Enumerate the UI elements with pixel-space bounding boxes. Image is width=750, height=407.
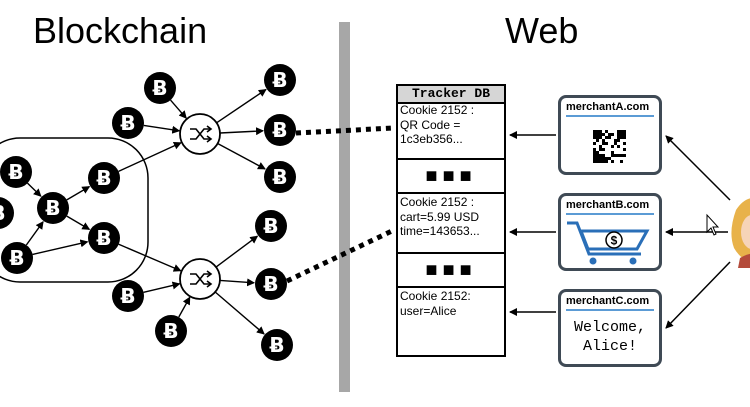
graph-edge <box>32 239 89 256</box>
merchant-a-name: merchantA.com <box>566 100 654 117</box>
bitcoin-node-icon: Ƀ <box>255 210 287 242</box>
shopping-cart-icon: $ <box>567 221 650 265</box>
bitcoin-node-icon: Ƀ <box>155 315 187 347</box>
svg-text:Ƀ: Ƀ <box>120 111 135 135</box>
graph-edge <box>143 281 181 294</box>
bitcoin-node-icon: Ƀ <box>261 329 293 361</box>
tracker-db-header: Tracker DB <box>398 86 504 104</box>
bitcoin-node-icon: Ƀ <box>112 107 144 139</box>
svg-text:Ƀ: Ƀ <box>0 201 6 225</box>
bitcoin-node-icon: Ƀ <box>88 162 120 194</box>
bitcoin-node-icon: Ƀ <box>0 197 14 229</box>
blockchain-title: Blockchain <box>33 10 208 51</box>
db-cell-ellipsis-2: ■■■ <box>398 254 504 288</box>
bitcoin-node-icon: Ƀ <box>37 192 69 224</box>
graph-edge <box>118 243 182 272</box>
graph-edge <box>217 142 266 170</box>
graph-edge <box>215 235 259 268</box>
svg-text:Ƀ: Ƀ <box>96 226 111 250</box>
web-title: Web <box>505 10 579 51</box>
bitcoin-node-icon: Ƀ <box>264 64 296 96</box>
graph-edge <box>143 124 181 134</box>
svg-text:Ƀ: Ƀ <box>9 246 24 270</box>
bitcoin-node-icon: Ƀ <box>1 242 33 274</box>
svg-text:Ƀ: Ƀ <box>45 196 60 220</box>
bitcoin-node-icon: Ƀ <box>0 156 32 188</box>
svg-text:Ƀ: Ƀ <box>163 319 178 343</box>
db-cell-qr-cookie: Cookie 2152 : QR Code = 1c3eb356... <box>398 102 504 160</box>
wallet-cluster-outline <box>0 137 149 283</box>
svg-text:Ƀ: Ƀ <box>96 166 111 190</box>
graph-edge <box>219 127 265 136</box>
merchant-b-card: merchantB.com $ <box>558 193 662 271</box>
graph-edge <box>216 88 267 124</box>
graph-edge <box>25 220 44 246</box>
svg-text:Ƀ: Ƀ <box>272 118 287 142</box>
graph-edge <box>169 99 187 119</box>
user-hair-icon <box>731 198 750 263</box>
merchant-a-card: merchantA.com <box>558 95 662 175</box>
tracker-db: Tracker DB Cookie 2152 : QR Code = 1c3eb… <box>396 84 506 357</box>
svg-text:Ƀ: Ƀ <box>152 76 167 100</box>
svg-text:Ƀ: Ƀ <box>263 214 278 238</box>
graph-edge <box>66 186 91 201</box>
graph-edge <box>214 291 265 335</box>
db-cell-ellipsis: ■■■ <box>398 160 504 194</box>
graph-edge <box>66 215 91 230</box>
svg-text:Ƀ: Ƀ <box>272 68 287 92</box>
graph-edge <box>118 142 182 172</box>
merchant-b-name: merchantB.com <box>566 198 654 215</box>
graph-edge <box>178 296 191 318</box>
bitcoin-node-icon: Ƀ <box>144 72 176 104</box>
divider <box>339 22 350 392</box>
svg-text:Ƀ: Ƀ <box>263 272 278 296</box>
shuffle-mixer-icon <box>179 113 221 155</box>
bitcoin-node-icon: Ƀ <box>112 280 144 312</box>
merchant-c-card: merchantC.com Welcome, Alice! <box>558 289 662 367</box>
tracking-link <box>295 125 395 136</box>
svg-text:Ƀ: Ƀ <box>120 284 135 308</box>
shuffle-mixer-icon <box>179 258 221 300</box>
svg-text:Ƀ: Ƀ <box>272 165 287 189</box>
bitcoin-node-icon: Ƀ <box>264 161 296 193</box>
db-cell-cart-cookie: Cookie 2152 : cart=5.99 USD time=143653.… <box>398 194 504 254</box>
qr-code-icon <box>593 130 626 163</box>
bitcoin-node-icon: Ƀ <box>264 114 296 146</box>
svg-text:Ƀ: Ƀ <box>269 333 284 357</box>
svg-text:$: $ <box>611 234 618 248</box>
graph-edge <box>219 278 256 287</box>
bitcoin-node-icon: Ƀ <box>88 222 120 254</box>
svg-text:Ƀ: Ƀ <box>8 160 23 184</box>
bitcoin-node-icon: Ƀ <box>255 268 287 300</box>
merchant-c-name: merchantC.com <box>566 294 654 311</box>
graph-edge <box>26 182 42 197</box>
welcome-message: Welcome, Alice! <box>573 319 646 355</box>
db-cell-user-cookie: Cookie 2152: user=Alice <box>400 289 471 318</box>
